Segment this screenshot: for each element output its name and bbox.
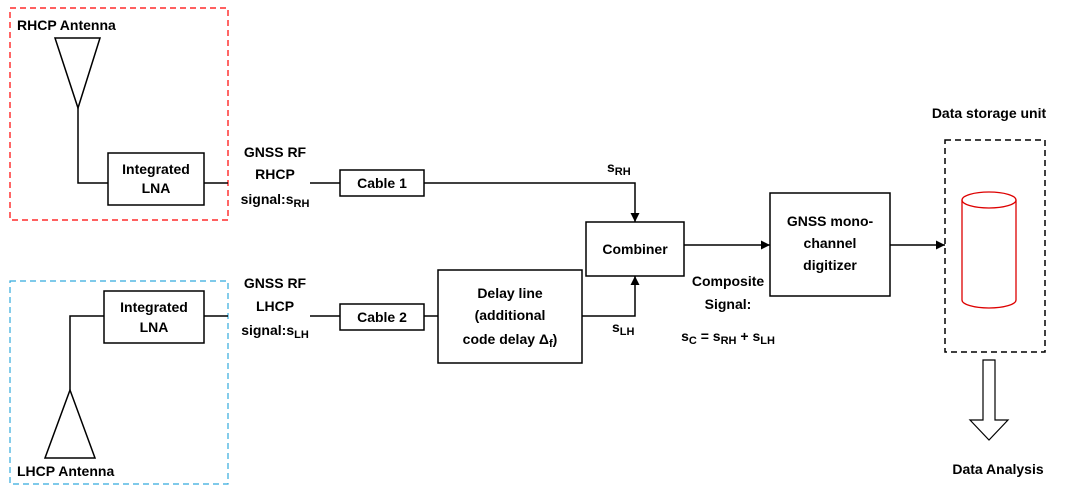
lhcp-lna-box	[103, 290, 205, 344]
rhcp-antenna-frame	[9, 7, 229, 221]
rhcp-antenna-icon	[53, 37, 102, 111]
digitizer-line3: digitizer	[803, 257, 857, 273]
lhcp-lna-label-line1: Integrated	[120, 299, 188, 315]
rf-lhcp-line3: signal:sLH	[241, 322, 309, 341]
delay-line-label-2: (additional	[475, 307, 546, 323]
composite-line2: Signal:	[705, 296, 752, 312]
rf-rhcp-line3: signal:sRH	[241, 191, 310, 210]
lhcp-antenna-icon	[43, 387, 97, 459]
cable2-label: Cable 2	[357, 309, 407, 325]
cable2-box	[339, 303, 425, 331]
storage-cylinder-icon	[961, 191, 1017, 309]
composite-equation: sC = sRH + sLH	[681, 328, 775, 347]
rhcp-antenna-label: RHCP Antenna	[17, 17, 116, 33]
composite-line1: Composite	[692, 273, 765, 289]
lh-to-combiner-arrow	[582, 276, 640, 317]
storage-to-analysis-arrow	[968, 359, 1010, 441]
rhcp-lna-label-line1: Integrated	[122, 161, 190, 177]
lhcp-lna-label-line2: LNA	[140, 319, 169, 335]
s-rh-label: sRH	[607, 159, 631, 178]
rf-lhcp-line1: GNSS RF	[244, 275, 307, 291]
delay-line-label-1: Delay line	[477, 285, 543, 301]
digitizer-line2: channel	[804, 235, 857, 251]
cable1-label: Cable 1	[357, 175, 407, 191]
s-lh-label: sLH	[612, 319, 635, 338]
rhcp-lna-box	[107, 152, 205, 206]
delay-line-label-3: code delay Δf)	[463, 331, 558, 350]
rhcp-lna-label-line2: LNA	[142, 180, 171, 196]
delay-line-box	[437, 269, 583, 364]
combiner-label: Combiner	[602, 241, 668, 257]
rf-rhcp-line1: GNSS RF	[244, 144, 307, 160]
rf-lhcp-line2: LHCP	[256, 298, 294, 314]
storage-label: Data storage unit	[932, 105, 1047, 121]
cable1-box	[339, 169, 425, 197]
rf-rhcp-line2: RHCP	[255, 166, 295, 182]
lhcp-antenna-frame	[9, 280, 229, 485]
rh-to-combiner-arrow	[424, 182, 640, 222]
combiner-box	[585, 221, 685, 277]
rhcp-feed-line	[77, 108, 108, 184]
digitizer-line1: GNSS mono-	[787, 213, 874, 229]
storage-frame	[944, 139, 1046, 353]
digitizer-box	[769, 192, 891, 297]
analysis-label: Data Analysis	[952, 461, 1044, 477]
lhcp-feed-line	[69, 315, 104, 390]
lhcp-antenna-label: LHCP Antenna	[17, 463, 114, 479]
